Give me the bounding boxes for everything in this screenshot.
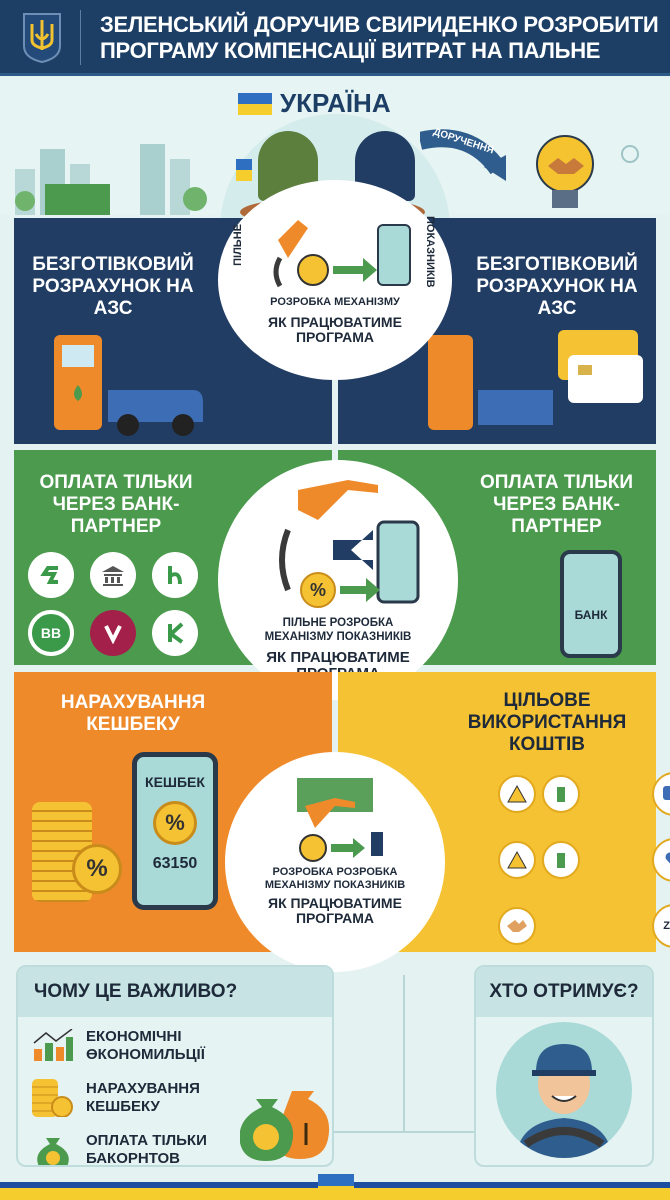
who-receives-card: ХТО ОТРИМУЄ? [474, 965, 654, 1167]
phone-bank-icon: БАНК [560, 550, 622, 658]
bank-logo-bb: BB [28, 610, 74, 656]
money-bags-icon [240, 1091, 330, 1161]
driver-icon [496, 1022, 632, 1158]
warning-icon [498, 841, 536, 879]
card-title: ХТО ОТРИМУЄ? [476, 967, 652, 1017]
arc-text: ПІЛЬНЕ РОЗРОБКА МЕХАНІЗМУ ПОКАЗНИКІВ [264, 617, 412, 643]
circle-caption: ЯК ПРАЦЮВАТИМЕ ПРОГРАМА [268, 895, 402, 926]
bank-logo-icon [152, 552, 198, 598]
divider [80, 10, 81, 65]
how-program-works-circle-3: РОЗРОБКА РОЗРОБКА МЕХАНІЗМУ ПОКАЗНИКІВ Я… [225, 752, 445, 972]
panel-title: ЦІЛЬОВЕ ВИКОРИСТАННЯ КОШТІВ [467, 690, 627, 755]
why-important-card: ЧОМУ ЦЕ ВАЖЛИВО? ЕКОНОМІЧНІ ӨКОНОМИЛЬЦІЇ… [16, 965, 334, 1167]
growth-chart-icon [33, 1029, 73, 1061]
battery-icon [542, 775, 580, 813]
header: ЗЕЛЕНСЬКИЙ ДОРУЧИВ СВИРИДЕНКО РОЗРОБИТИ … [0, 0, 670, 76]
list-item: НАРАХУВАННЯ КЕШБЕКУ [32, 1075, 232, 1121]
fuel-pump-car-icon [54, 335, 203, 436]
arc-right: ПОКАЗНИКІВ [424, 216, 436, 288]
percent-coin-icon: % [72, 844, 122, 894]
percent-coin-icon: % [300, 572, 336, 608]
battery-icon [542, 841, 580, 879]
panel-title: БЕЗГОТІВКОВИЙ РОЗРАХУНОК НА АЗС [476, 254, 638, 319]
percent-coin-icon: % [153, 801, 197, 845]
list-item-text: ОПЛАТА ТІЛЬКИ БАКОРНТОВ [86, 1132, 207, 1167]
bank-logo-icon [28, 552, 74, 598]
cashback-value: 63150 [152, 855, 198, 872]
circle-caption: ЯК ПРАЦЮВАТИМЕ ПРОГРАМА [268, 314, 402, 345]
ukraine-flag-icon [318, 1174, 354, 1198]
bank-logos: BB [28, 552, 198, 656]
card-title: ЧОМУ ЦЕ ВАЖЛИВО? [18, 967, 332, 1017]
warning-icon [498, 775, 536, 813]
pump-phone-graphic [279, 480, 420, 604]
bank-logo-icon [90, 610, 136, 656]
flag-icon [236, 159, 252, 181]
arrow-icon [420, 129, 506, 181]
list-item-text: НАРАХУВАННЯ КЕШБЕКУ [86, 1080, 200, 1115]
train-icon [652, 772, 670, 816]
city-skyline-icon [15, 144, 207, 215]
list-item: ЕКОНОМІЧНІ ӨКОНОМИЛЬЦІЇ [32, 1023, 232, 1069]
lightbulb-handshake-icon [536, 135, 639, 208]
how-program-works-circle-2: % ПІЛЬНЕ РОЗРОБКА МЕХАНІЗМУ ПОКАЗНИКІВ Я… [218, 460, 458, 700]
phone-label: БАНК [574, 608, 608, 622]
handshake-icon [498, 907, 536, 945]
heart-hands-icon [652, 838, 670, 882]
bank-logo-icon [152, 610, 198, 656]
panel-title: БЕЗГОТІВКОВИЙ РОЗРАХУНОК НА АЗС [32, 254, 194, 319]
how-program-works-circle-1: ПІЛЬНЕ ПОКАЗНИКІВ РОЗРОБКА МЕХАНІЗМУ ЯК … [218, 180, 452, 380]
country-name: УКРАЇНА [280, 88, 391, 118]
trident-icon [23, 13, 61, 64]
money-bag-icon [37, 1138, 69, 1165]
country-heading: УКРАЇНА [238, 88, 391, 119]
arc-bottom: РОЗРОБКА МЕХАНІЗМУ [270, 296, 400, 308]
coins-icon [32, 1079, 73, 1117]
connector-line [403, 975, 405, 1133]
why-list: ЕКОНОМІЧНІ ӨКОНОМИЛЬЦІЇ НАРАХУВАННЯ КЕШБ… [32, 1023, 232, 1167]
panel-title: ОПЛАТА ТІЛЬКИ ЧЕРЕЗ БАНК-ПАРТНЕР [479, 472, 634, 537]
pump-money-graphic [297, 778, 383, 862]
bank-building-icon [90, 552, 136, 598]
list-item: ОПЛАТА ТІЛЬКИ БАКОРНТОВ [32, 1127, 232, 1167]
panel-title: ОПЛАТА ТІЛЬКИ ЧЕРЕЗ БАНК-ПАРТНЕР [39, 472, 193, 537]
phone-label: КЕШБЕК [145, 774, 205, 790]
pump-phone-graphic [273, 220, 411, 288]
panel-title: НАРАХУВАННЯ КЕШБЕКУ [60, 692, 206, 735]
fuel-pump-card-icon [428, 330, 643, 430]
ukraine-flag-icon [238, 92, 272, 115]
phone-cashback: КЕШБЕК % 63150 [132, 752, 218, 910]
arc-left: ПІЛЬНЕ [232, 224, 244, 266]
use-icons: ZSY [498, 772, 670, 948]
page-title: ЗЕЛЕНСЬКИЙ ДОРУЧИВ СВИРИДЕНКО РОЗРОБИТИ … [100, 12, 659, 63]
list-item-text: ЕКОНОМІЧНІ ӨКОНОМИЛЬЦІЇ [86, 1028, 205, 1063]
arc-text: РОЗРОБКА РОЗРОБКА МЕХАНІЗМУ ПОКАЗНИКІВ [264, 866, 406, 891]
zsy-badge: ZSY [652, 904, 670, 948]
